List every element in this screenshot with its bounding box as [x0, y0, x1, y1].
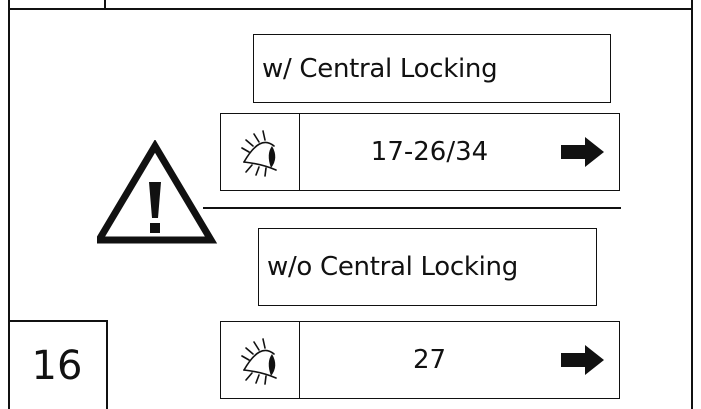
variant-label-central-locking: w/ Central Locking: [253, 34, 611, 103]
eye-icon: [221, 114, 300, 190]
arrow-right-icon: [561, 345, 604, 375]
frame-top-border: [8, 8, 693, 10]
frame-right-border: [691, 0, 693, 409]
header-tab-box: [8, 0, 106, 10]
reference-code: 17-26/34: [370, 137, 489, 167]
warning-triangle-icon: [97, 140, 218, 244]
page-number: 16: [31, 342, 83, 389]
page-number-box: 16: [8, 320, 108, 409]
eye-icon: [221, 322, 300, 398]
variant-label-no-central-locking: w/o Central Locking: [258, 228, 597, 306]
reference-box-no-central-locking[interactable]: 27: [220, 321, 620, 399]
variant-label-text: w/ Central Locking: [262, 53, 498, 84]
reference-code: 27: [412, 345, 447, 375]
section-divider: [203, 207, 621, 209]
frame-left-border: [8, 0, 10, 409]
arrow-right-icon: [561, 137, 604, 167]
variant-label-text: w/o Central Locking: [267, 252, 518, 282]
reference-box-central-locking[interactable]: 17-26/34: [220, 113, 620, 191]
